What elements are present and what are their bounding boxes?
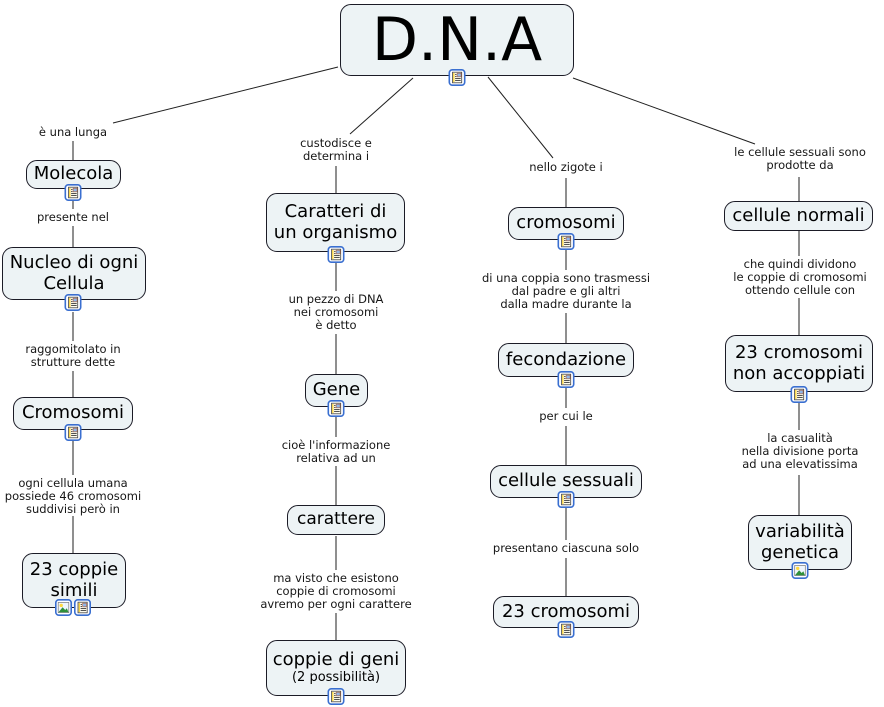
document-resource-icon[interactable] xyxy=(74,599,91,616)
document-resource-icon[interactable] xyxy=(65,294,82,311)
link-ogni-cellula-umana[interactable]: ogni cellula umana possiede 46 cromosomi… xyxy=(4,476,142,516)
node-variabilita-label: variabilità genetica xyxy=(755,520,845,563)
document-resource-icon[interactable] xyxy=(65,184,82,201)
node-dna-label: D.N.A xyxy=(371,5,543,75)
node-coppie-di-geni-label: coppie di geni xyxy=(272,649,400,671)
node-cromosomi-zigote-resources xyxy=(558,233,575,250)
document-resource-icon[interactable] xyxy=(328,246,345,263)
link-cioe-informazione[interactable]: cioè l'informazione relativa ad un xyxy=(281,438,391,465)
node-cellule-normali[interactable]: cellule normali xyxy=(724,201,873,231)
node-23-cromosomi-na-label: 23 cromosomi non accoppiati xyxy=(732,341,866,384)
node-cellule-sessuali-label: cellule sessuali xyxy=(498,470,634,492)
node-molecola[interactable]: Molecola xyxy=(26,160,121,189)
link-le-cellule-sessuali-sono[interactable]: le cellule sessuali sono prodotte da xyxy=(734,145,866,172)
node-molecola-resources xyxy=(65,184,82,201)
document-resource-icon[interactable] xyxy=(558,621,575,638)
node-fecondazione-label: fecondazione xyxy=(505,348,627,370)
node-carattere-label: carattere xyxy=(296,509,376,530)
link-di-una-coppia[interactable]: di una coppia sono trasmessi dal padre e… xyxy=(481,271,651,311)
node-coppie-di-geni-sublabel: (2 possibilità) xyxy=(291,670,381,686)
node-23-cromosomi-label: 23 cromosomi xyxy=(501,600,630,622)
node-23-coppie-simili-resources xyxy=(55,599,91,616)
node-nucleo-di-ogni-cellula[interactable]: Nucleo di ogni Cellula xyxy=(2,247,146,300)
link-raggomitolato[interactable]: raggomitolato in strutture dette xyxy=(25,342,121,369)
node-cromosomi-zigote-label: cromosomi xyxy=(516,212,616,234)
image-resource-icon[interactable] xyxy=(792,562,809,579)
document-resource-icon[interactable] xyxy=(558,491,575,508)
node-gene[interactable]: Gene xyxy=(305,374,368,407)
node-gene-label: Gene xyxy=(312,379,361,401)
node-cromosomi-resources xyxy=(65,424,82,441)
node-23-cromosomi-na-resources xyxy=(791,386,808,403)
link-la-casualita[interactable]: la casualità nella divisione porta ad un… xyxy=(741,431,859,471)
node-coppie-di-geni-resources xyxy=(328,688,345,705)
node-23-cromosomi-resources xyxy=(558,621,575,638)
link-un-pezzo-di-dna[interactable]: un pezzo di DNA nei cromosomi è detto xyxy=(288,292,384,332)
link-e-una-lunga[interactable]: è una lunga xyxy=(38,125,108,139)
link-presente-nel[interactable]: presente nel xyxy=(36,210,109,224)
link-presentano-ciascuna[interactable]: presentano ciascuna solo xyxy=(492,541,640,555)
link-custodisce-determina[interactable]: custodisce e determina i xyxy=(300,136,372,163)
node-fecondazione-resources xyxy=(558,371,575,388)
node-cellule-sessuali-resources xyxy=(558,491,575,508)
node-cellule-normali-label: cellule normali xyxy=(732,204,865,226)
node-nucleo-label: Nucleo di ogni Cellula xyxy=(9,251,139,294)
document-resource-icon[interactable] xyxy=(65,424,82,441)
node-caratteri-resources xyxy=(328,246,345,263)
node-caratteri-label: Caratteri di un organismo xyxy=(273,200,398,243)
document-resource-icon[interactable] xyxy=(558,371,575,388)
node-dna[interactable]: D.N.A xyxy=(340,4,574,76)
document-resource-icon[interactable] xyxy=(791,386,808,403)
link-ma-visto-che-esistono[interactable]: ma visto che esistono coppie di cromosom… xyxy=(260,571,412,611)
node-coppie-di-geni[interactable]: coppie di geni (2 possibilità) xyxy=(266,640,406,696)
node-caratteri-organismo[interactable]: Caratteri di un organismo xyxy=(266,193,405,252)
node-molecola-label: Molecola xyxy=(33,163,114,185)
node-23-coppie-simili-label: 23 coppie simili xyxy=(29,558,119,601)
link-che-quindi-dividono[interactable]: che quindi dividono le coppie di cromoso… xyxy=(733,257,867,297)
document-resource-icon[interactable] xyxy=(449,69,466,86)
node-gene-resources xyxy=(328,400,345,417)
node-nucleo-resources xyxy=(65,294,82,311)
node-23-coppie-simili[interactable]: 23 coppie simili xyxy=(22,553,126,608)
document-resource-icon[interactable] xyxy=(328,688,345,705)
document-resource-icon[interactable] xyxy=(558,233,575,250)
link-per-cui-le[interactable]: per cui le xyxy=(539,409,593,423)
node-cromosomi-label: Cromosomi xyxy=(21,402,125,424)
node-23-cromosomi-non-accoppiati[interactable]: 23 cromosomi non accoppiati xyxy=(725,335,873,392)
image-resource-icon[interactable] xyxy=(55,599,72,616)
link-nello-zigote[interactable]: nello zigote i xyxy=(529,160,603,174)
node-carattere[interactable]: carattere xyxy=(287,505,385,535)
node-variabilita-genetica[interactable]: variabilità genetica xyxy=(748,515,852,570)
node-dna-resources xyxy=(449,69,466,86)
node-fecondazione[interactable]: fecondazione xyxy=(498,343,634,377)
document-resource-icon[interactable] xyxy=(328,400,345,417)
node-variabilita-resources xyxy=(792,562,809,579)
